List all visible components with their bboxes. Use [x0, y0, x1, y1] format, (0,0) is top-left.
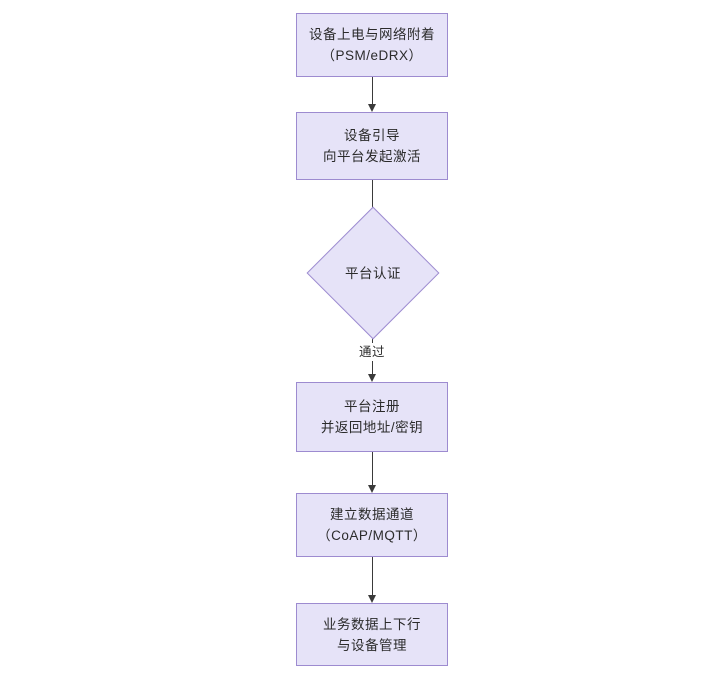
node-service-data-line-2: 与设备管理	[337, 637, 407, 653]
connector-register-to-data-channel	[368, 452, 376, 493]
node-bootstrap-line-2: 向平台发起激活	[323, 149, 421, 164]
connector-data-channel-to-service-data	[368, 557, 376, 603]
node-data-channel-line-1: 建立数据通道	[330, 507, 414, 522]
node-power-on-line-2: （PSM/eDRX）	[321, 48, 423, 63]
edge-label-pass: 通过	[356, 343, 389, 361]
arrowhead-icon	[368, 595, 376, 603]
node-platform-auth[interactable]	[306, 206, 440, 340]
node-power-on[interactable]: 设备上电与网络附着 （PSM/eDRX）	[296, 13, 448, 77]
node-platform-register-line-1: 平台注册	[344, 399, 400, 414]
node-service-data-line-1: 业务数据上下行	[323, 616, 421, 632]
node-bootstrap[interactable]: 设备引导 向平台发起激活	[296, 112, 448, 180]
node-data-channel-line-2: （CoAP/MQTT）	[317, 528, 427, 543]
arrowhead-icon	[368, 374, 376, 382]
connector-shaft	[372, 452, 373, 485]
connector-shaft	[372, 77, 373, 104]
connector-power-on-to-bootstrap	[368, 77, 376, 112]
arrowhead-icon	[368, 485, 376, 493]
connector-shaft	[372, 180, 373, 218]
arrowhead-icon	[368, 104, 376, 112]
node-data-channel[interactable]: 建立数据通道 （CoAP/MQTT）	[296, 493, 448, 557]
node-platform-register[interactable]: 平台注册 并返回地址/密钥	[296, 382, 448, 452]
node-service-data[interactable]: 业务数据上下行 与设备管理	[296, 603, 448, 666]
node-bootstrap-line-1: 设备引导	[344, 128, 400, 143]
node-power-on-line-1: 设备上电与网络附着	[309, 27, 435, 42]
node-platform-register-line-2: 并返回地址/密钥	[320, 420, 424, 435]
connector-shaft	[372, 557, 373, 595]
